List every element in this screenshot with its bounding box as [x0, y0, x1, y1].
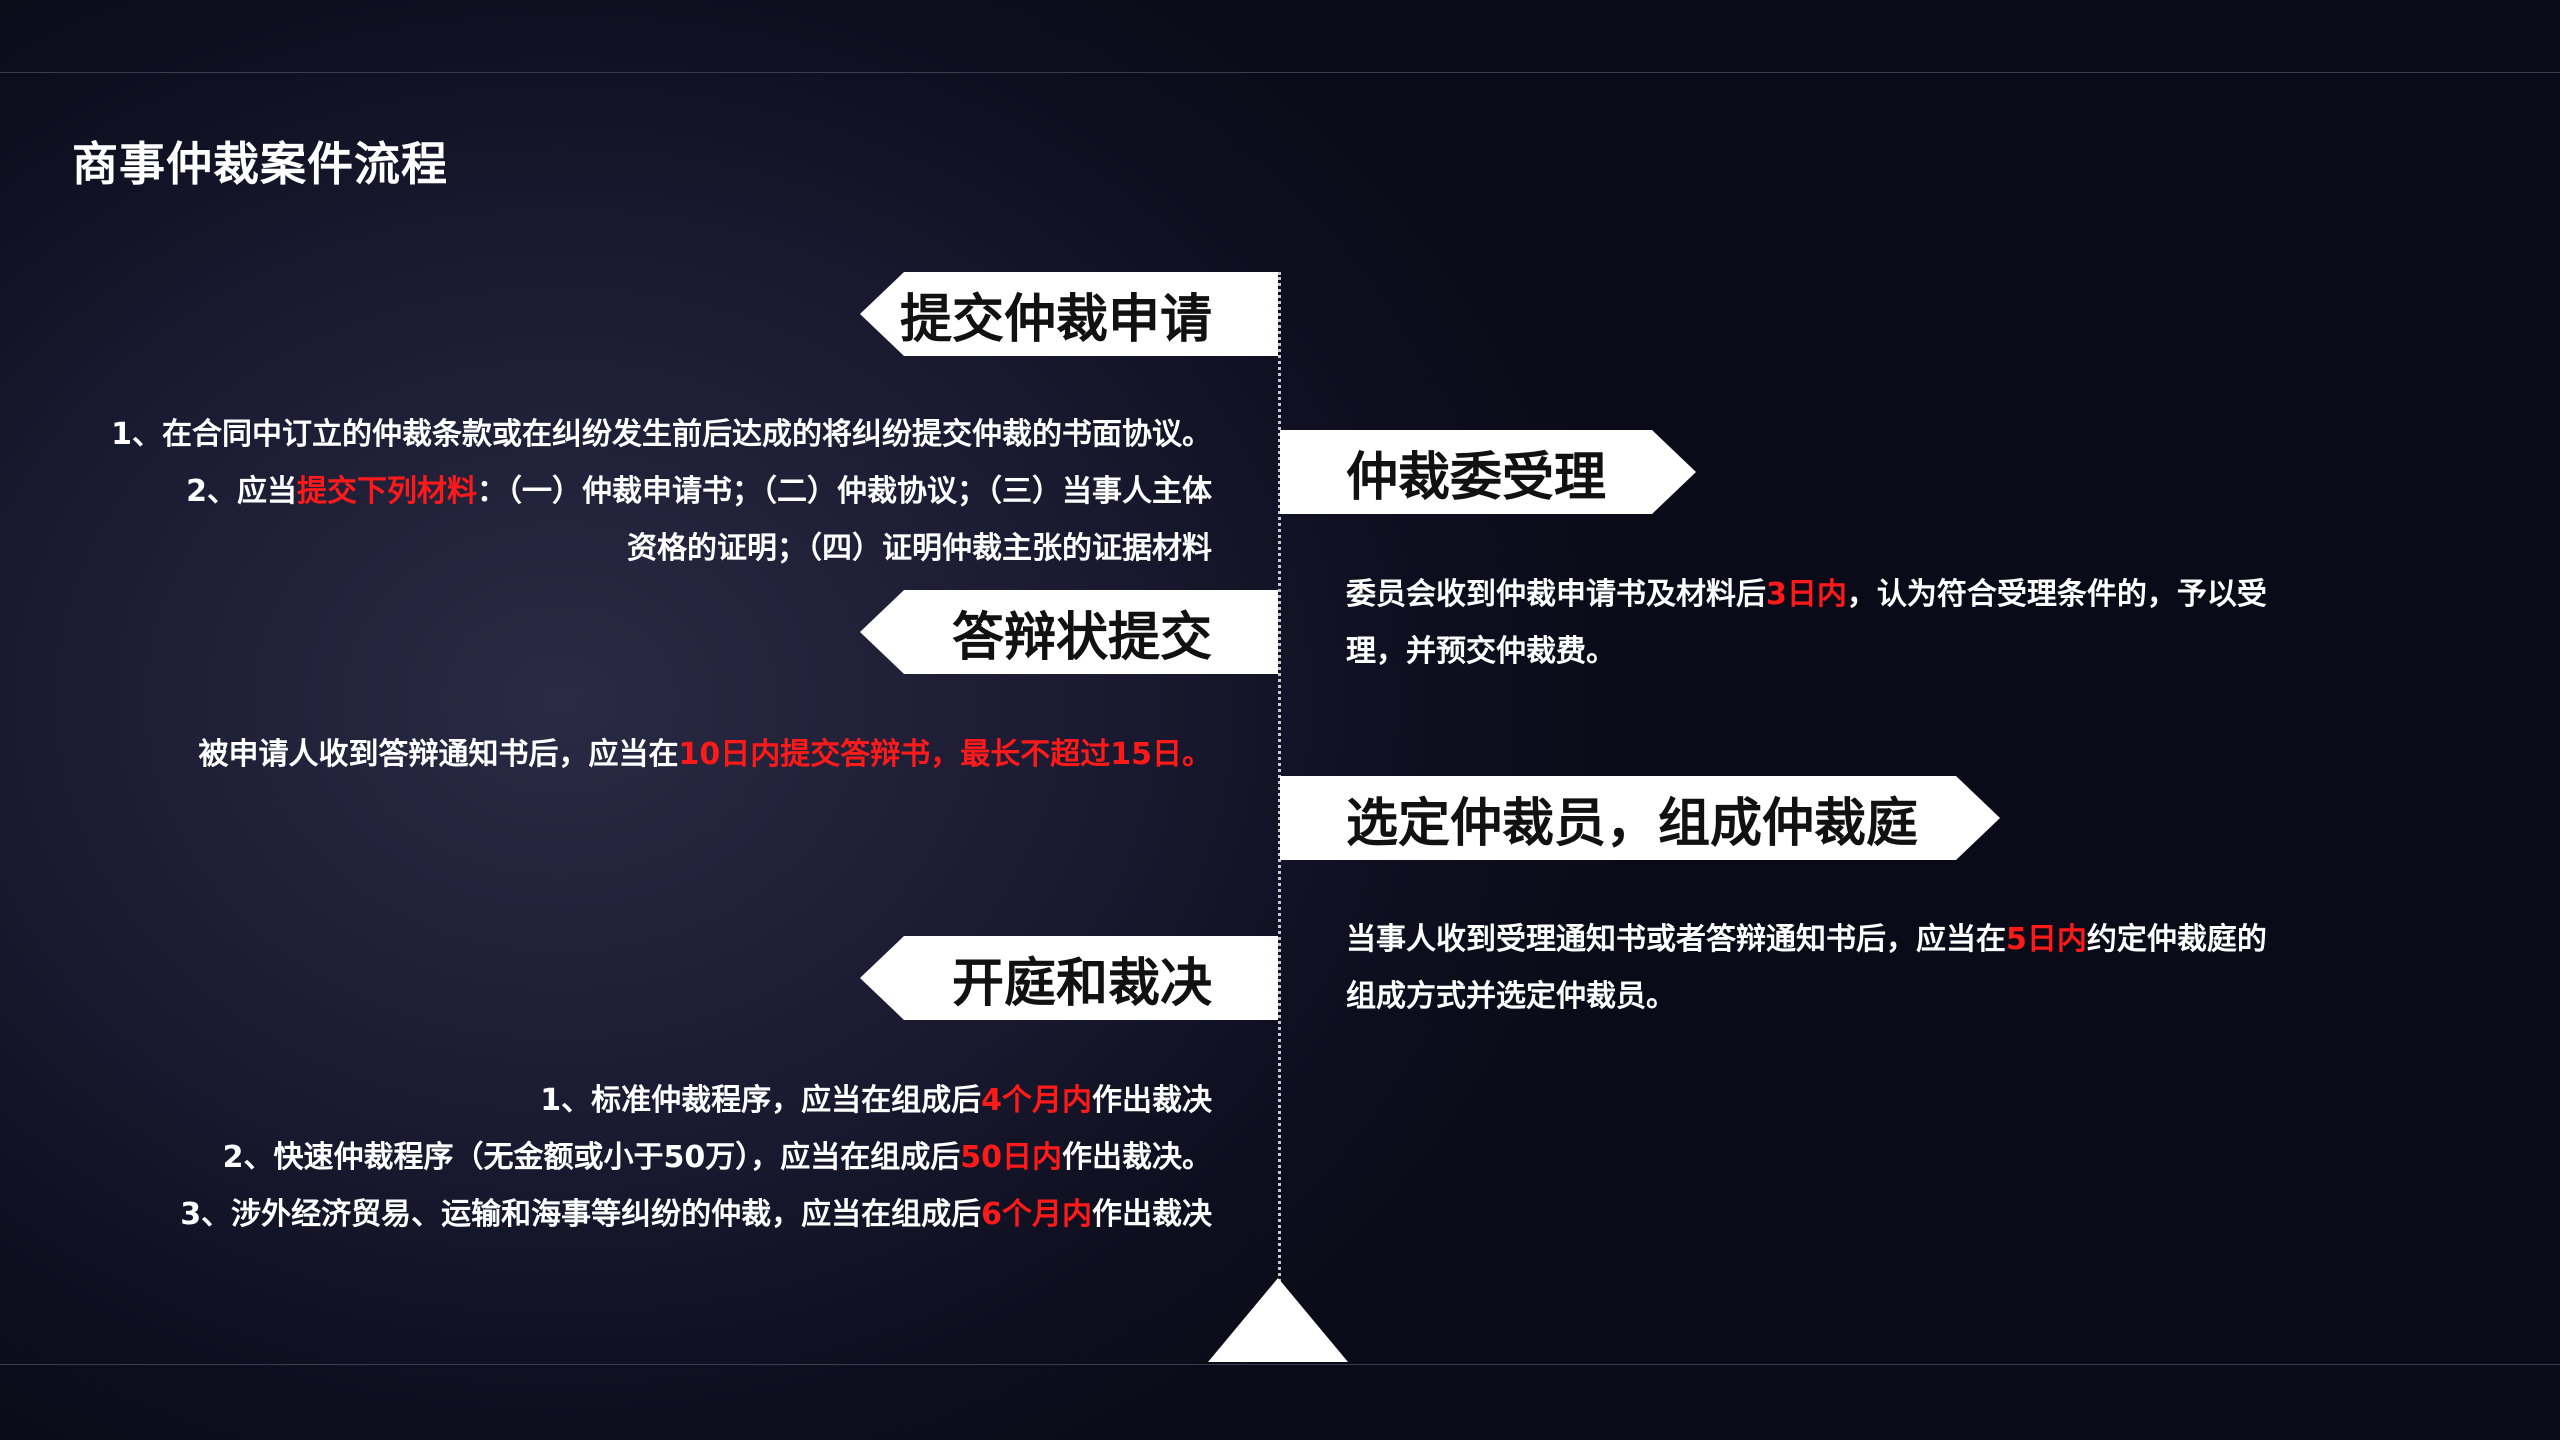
- step-hearing-tag: 开庭和裁决: [860, 936, 1278, 1020]
- step-submit-line1: 1、在合同中订立的仲裁条款或在纠纷发生前后达成的将纠纷提交仲裁的书面协议。: [111, 417, 1212, 452]
- step-accept-desc: 委员会收到仲裁申请书及材料后3日内，认为符合受理条件的，予以受 理，并预交仲裁费…: [1346, 566, 2267, 680]
- step-accept-line2: 理，并预交仲裁费。: [1346, 634, 1616, 669]
- step-tribunal-desc: 当事人收到受理通知书或者答辩通知书后，应当在5日内约定仲裁庭的 组成方式并选定仲…: [1346, 911, 2267, 1025]
- step-hearing-line1: 1、标准仲裁程序，应当在组成后4个月内作出裁决: [540, 1083, 1212, 1118]
- bottom-divider: [0, 1364, 2560, 1365]
- step-submit-line2: 2、应当提交下列材料：（一）仲裁申请书；（二）仲裁协议；（三）当事人主体: [186, 474, 1212, 509]
- step-defense-desc: 被申请人收到答辩通知书后，应当在10日内提交答辩书，最长不超过15日。: [199, 726, 1213, 783]
- step-hearing-desc: 1、标准仲裁程序，应当在组成后4个月内作出裁决 2、快速仲裁程序（无金额或小于5…: [180, 1072, 1212, 1243]
- step-hearing-line3: 3、涉外经济贸易、运输和海事等纠纷的仲裁，应当在组成后6个月内作出裁决: [180, 1197, 1212, 1232]
- timeline-axis: [1278, 272, 1281, 1282]
- step-submit-desc: 1、在合同中订立的仲裁条款或在纠纷发生前后达成的将纠纷提交仲裁的书面协议。 2、…: [111, 406, 1212, 577]
- step-submit-label: 提交仲裁申请: [899, 289, 1212, 350]
- step-defense-tag: 答辩状提交: [860, 590, 1278, 674]
- top-divider: [0, 72, 2560, 73]
- step-hearing-line2: 2、快速仲裁程序（无金额或小于50万），应当在组成后50日内作出裁决。: [222, 1140, 1212, 1175]
- step-tribunal-line2: 组成方式并选定仲裁员。: [1346, 979, 1676, 1014]
- step-submit-tag: 提交仲裁申请: [860, 272, 1278, 356]
- step-defense-line1: 被申请人收到答辩通知书后，应当在10日内提交答辩书，最长不超过15日。: [198, 737, 1213, 772]
- step-accept-tag: 仲裁委受理: [1280, 430, 1696, 514]
- step-hearing-label: 开庭和裁决: [951, 953, 1212, 1014]
- step-tribunal-line1: 当事人收到受理通知书或者答辩通知书后，应当在5日内约定仲裁庭的: [1346, 922, 2267, 957]
- step-defense-label: 答辩状提交: [951, 607, 1212, 668]
- page-title: 商事仲裁案件流程: [72, 137, 448, 191]
- step-tribunal-label: 选定仲裁员，组成仲裁庭: [1346, 793, 1919, 854]
- step-submit-line3: 资格的证明；（四）证明仲裁主张的证据材料: [627, 531, 1212, 566]
- step-accept-label: 仲裁委受理: [1346, 447, 1607, 508]
- step-tribunal-tag: 选定仲裁员，组成仲裁庭: [1280, 776, 2000, 860]
- timeline-arrow-icon: [1208, 1278, 1348, 1362]
- step-accept-line1: 委员会收到仲裁申请书及材料后3日内，认为符合受理条件的，予以受: [1346, 577, 2267, 612]
